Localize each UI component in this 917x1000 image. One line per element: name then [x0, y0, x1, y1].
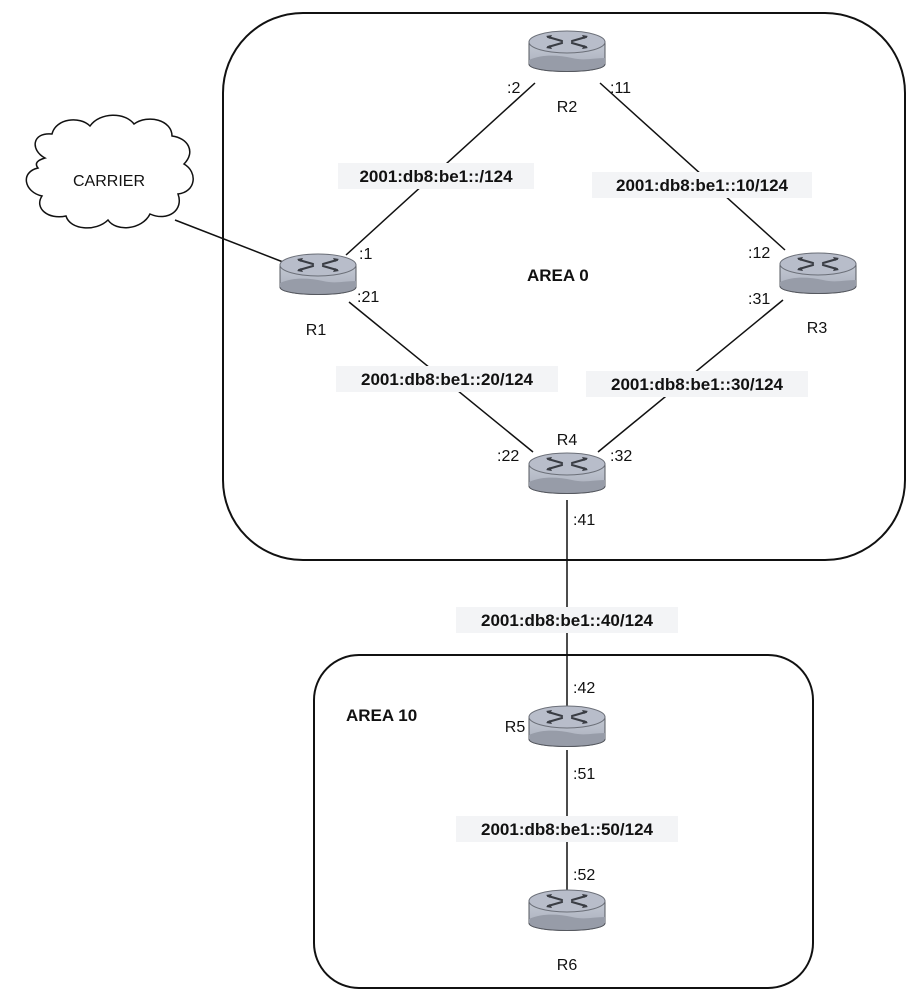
svg-text:2001:db8:be1::20/124: 2001:db8:be1::20/124 [361, 370, 534, 389]
subnet-label-r4-r5: 2001:db8:be1::40/124 [456, 607, 678, 633]
router-icon [279, 252, 357, 296]
interface-label-r4-1: :22 [497, 448, 519, 465]
subnet-label-r5-r6: 2001:db8:be1::50/124 [456, 816, 678, 842]
svg-text:2001:db8:be1::/124: 2001:db8:be1::/124 [359, 167, 513, 186]
svg-text:2001:db8:be1::40/124: 2001:db8:be1::40/124 [481, 611, 654, 630]
interface-label-r5-1: :42 [573, 680, 595, 697]
area-0-boundary [222, 12, 906, 561]
router-r2[interactable]: R2 [528, 29, 606, 116]
interface-label-r5-2: :51 [573, 766, 595, 783]
router-r4[interactable]: R4 [528, 432, 606, 495]
area-10-label: AREA 10 [346, 706, 417, 725]
interface-label-r1-1: :1 [359, 246, 372, 263]
svg-text:R4: R4 [557, 432, 578, 449]
area-0-label: AREA 0 [527, 266, 589, 285]
interface-label-r2-1: :2 [507, 80, 520, 97]
interface-label-r3-2: :31 [748, 291, 770, 308]
svg-text:R1: R1 [306, 322, 327, 339]
svg-text:R5: R5 [505, 719, 526, 736]
interface-label-r4-3: :41 [573, 512, 595, 529]
carrier-label: CARRIER [73, 173, 145, 190]
router-icon [528, 29, 606, 73]
subnet-label-r1-r4: 2001:db8:be1::20/124 [336, 366, 558, 392]
svg-text:R2: R2 [557, 99, 578, 116]
router-r3[interactable]: R3 [779, 251, 857, 337]
router-r5[interactable]: R5 [505, 704, 606, 748]
interface-label-r4-2: :32 [610, 448, 632, 465]
router-icon [779, 251, 857, 295]
svg-text:2001:db8:be1::10/124: 2001:db8:be1::10/124 [616, 176, 789, 195]
svg-text:R3: R3 [807, 320, 828, 337]
interface-label-r3-1: :12 [748, 245, 770, 262]
router-icon [528, 704, 606, 748]
svg-text:2001:db8:be1::30/124: 2001:db8:be1::30/124 [611, 375, 784, 394]
svg-text:R6: R6 [557, 957, 578, 974]
router-r6[interactable]: R6 [528, 888, 606, 974]
router-icon [528, 888, 606, 932]
interface-label-r2-2: :11 [610, 80, 631, 97]
router-r1[interactable]: R1 [279, 252, 357, 339]
area-10-boundary [313, 654, 814, 989]
subnet-label-r3-r4: 2001:db8:be1::30/124 [586, 371, 808, 397]
subnet-label-r2-r3: 2001:db8:be1::10/124 [592, 172, 812, 198]
subnet-label-r1-r2: 2001:db8:be1::/124 [338, 163, 534, 189]
link-carrier-r1 [174, 219, 284, 263]
router-icon [528, 451, 606, 495]
carrier-cloud: CARRIER [25, 114, 194, 229]
link-r2-r3 [599, 82, 786, 251]
interface-label-r6-1: :52 [573, 867, 595, 884]
svg-text:2001:db8:be1::50/124: 2001:db8:be1::50/124 [481, 820, 654, 839]
interface-label-r1-2: :21 [357, 289, 379, 306]
